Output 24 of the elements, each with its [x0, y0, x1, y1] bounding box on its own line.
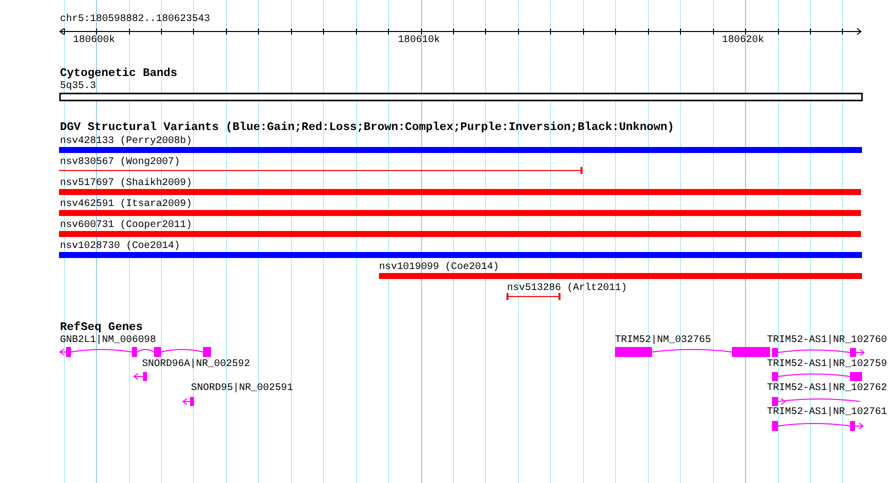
- feature-label: 5q35.3: [60, 81, 96, 92]
- coordinate-range-label: chr5:180598882..180623543: [60, 14, 210, 25]
- feature-label: nsv1028730 (Coe2014): [60, 241, 180, 252]
- track-heading: RefSeq Genes: [60, 322, 143, 334]
- feature-label: nsv830567 (Wong2007): [60, 157, 180, 168]
- tick-label: 180620k: [722, 35, 764, 46]
- feature-label: TRIM52-AS1|NR_102762: [767, 383, 888, 394]
- feature-label: SNORD96A|NR_002592: [142, 359, 250, 370]
- feature-label: TRIM52-AS1|NR_102761: [767, 407, 888, 418]
- feature-label: nsv462591 (Itsara2009): [60, 199, 192, 210]
- track-heading: Cytogenetic Bands: [60, 68, 178, 80]
- feature-label: TRIM52-AS1|NR_102760: [767, 335, 888, 346]
- tick-label: 180610k: [398, 35, 440, 46]
- feature-label: nsv600731 (Cooper2011): [60, 220, 192, 231]
- feature-label: nsv513286 (Arlt2011): [507, 283, 628, 294]
- feature-label: GNB2L1|NM_006098: [60, 335, 156, 346]
- feature-label: nsv428133 (Perry2008b): [60, 136, 192, 147]
- track-heading: DGV Structural Variants (Blue:Gain;Red:Loss;Brown:Complex;Purple:Inversion;Black:Unknown): [60, 122, 674, 134]
- feature-label: TRIM52-AS1|NR_102759: [767, 359, 888, 370]
- feature-label: SNORD95|NR_002591: [191, 383, 294, 394]
- feature-label: nsv1019099 (Coe2014): [379, 262, 500, 273]
- feature-label: TRIM52|NM_032765: [615, 335, 712, 346]
- tick-label: 180600k: [73, 35, 116, 46]
- feature-label: nsv517697 (Shaikh2009): [60, 178, 192, 189]
